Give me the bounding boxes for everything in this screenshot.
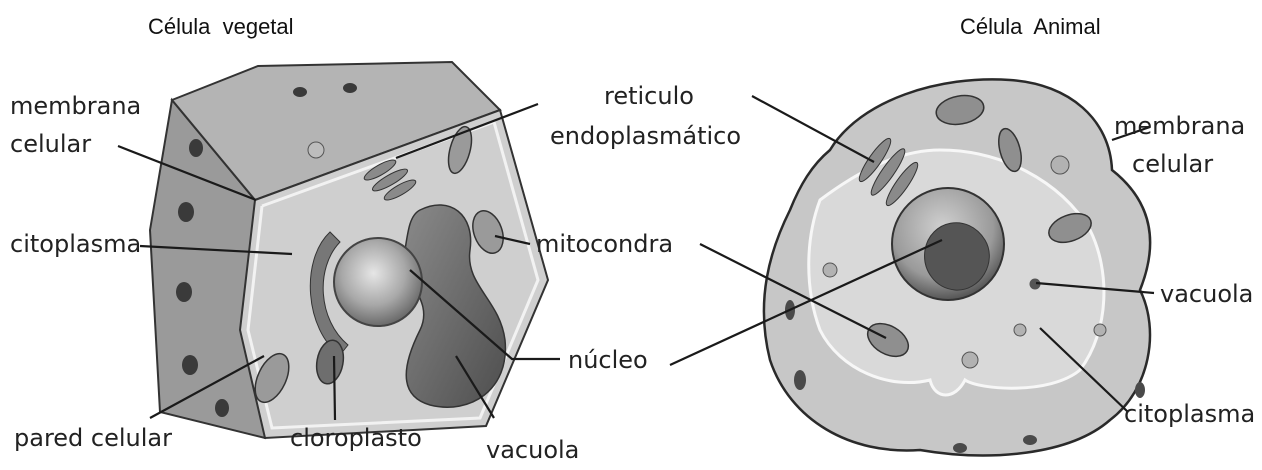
leader-plant-cloroplasto <box>334 356 335 420</box>
plant-small-vesicle <box>308 142 324 158</box>
label-reticulo: reticulo <box>604 82 694 110</box>
label-plant-pared-celular: pared celular <box>14 424 172 452</box>
animal-nucleolus <box>925 223 990 290</box>
label-plant-cloroplasto: cloroplasto <box>290 424 422 452</box>
label-plant-membrana: membrana <box>10 92 141 120</box>
label-plant-citoplasma: citoplasma <box>10 230 141 258</box>
animal-cell <box>764 79 1150 455</box>
label-plant-celular: celular <box>10 130 91 158</box>
label-endoplasmatico: endoplasmático <box>550 122 741 150</box>
label-nucleo: núcleo <box>568 346 648 374</box>
label-mitocondra: mitocondra <box>536 230 673 258</box>
label-animal-celular: celular <box>1132 150 1213 178</box>
label-animal-membrana: membrana <box>1114 112 1245 140</box>
label-plant-vacuola: vacuola <box>486 436 579 464</box>
label-animal-vacuola: vacuola <box>1160 280 1253 308</box>
label-animal-citoplasma: citoplasma <box>1124 400 1255 428</box>
plant-nucleus <box>334 238 422 326</box>
